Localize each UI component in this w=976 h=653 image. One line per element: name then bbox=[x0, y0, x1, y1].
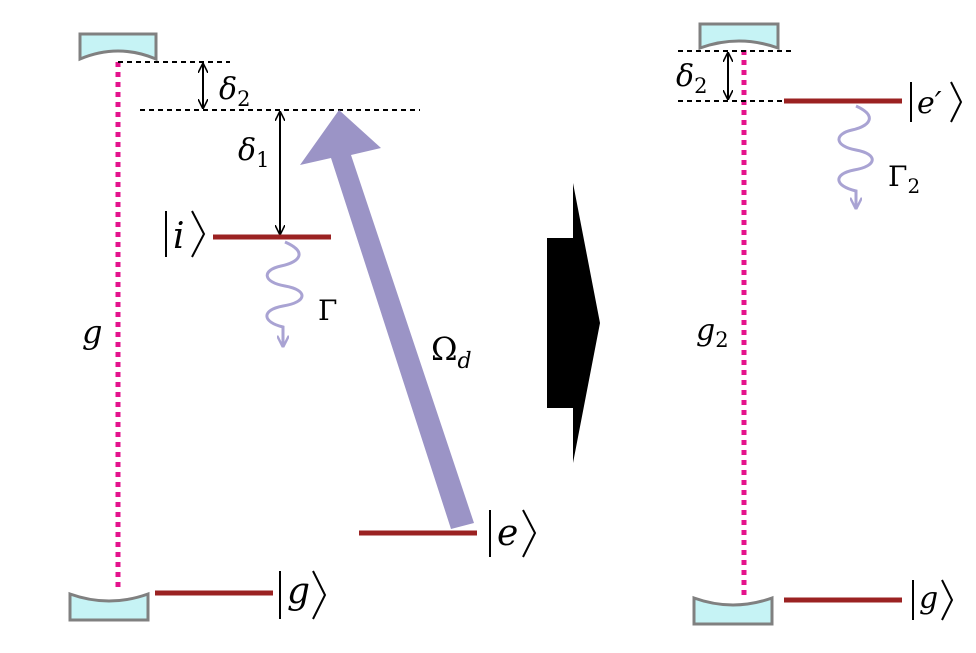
coupling-g2-label: g2 bbox=[696, 313, 729, 352]
delta2-label: δ2 bbox=[676, 59, 707, 98]
right-system: g2 δ2 Γ2 e′ g bbox=[676, 22, 963, 626]
top-mirror bbox=[698, 22, 780, 51]
right-arrow-icon bbox=[547, 183, 600, 463]
drive-beam-arrow bbox=[300, 110, 474, 529]
left-system: g δ2 δ1 Γ Ωd i e g bbox=[68, 32, 537, 622]
ket-e-prime-label: e′ bbox=[910, 81, 963, 123]
gamma2-label: Γ2 bbox=[888, 160, 920, 198]
bottom-mirror bbox=[692, 595, 774, 626]
decay-wave-gamma2 bbox=[837, 104, 874, 207]
top-mirror bbox=[78, 32, 158, 62]
ket-i-label: i bbox=[165, 210, 206, 258]
svg-text:i: i bbox=[173, 216, 185, 257]
omega-d-label: Ωd bbox=[431, 330, 472, 374]
ket-g-label: g bbox=[279, 570, 327, 620]
ket-e-label: e bbox=[489, 509, 537, 558]
delta2-label: δ2 bbox=[219, 72, 250, 111]
gamma-label: Γ bbox=[318, 294, 337, 327]
coupling-g-label: g bbox=[82, 313, 102, 351]
svg-text:e′: e′ bbox=[917, 86, 942, 121]
decay-wave-gamma bbox=[265, 240, 304, 345]
svg-text:g: g bbox=[287, 571, 310, 612]
bottom-mirror bbox=[68, 591, 150, 622]
delta1-label: δ1 bbox=[238, 133, 269, 172]
svg-text:g: g bbox=[919, 581, 938, 616]
ket-g-label: g bbox=[912, 579, 954, 621]
svg-text:e: e bbox=[497, 513, 518, 554]
